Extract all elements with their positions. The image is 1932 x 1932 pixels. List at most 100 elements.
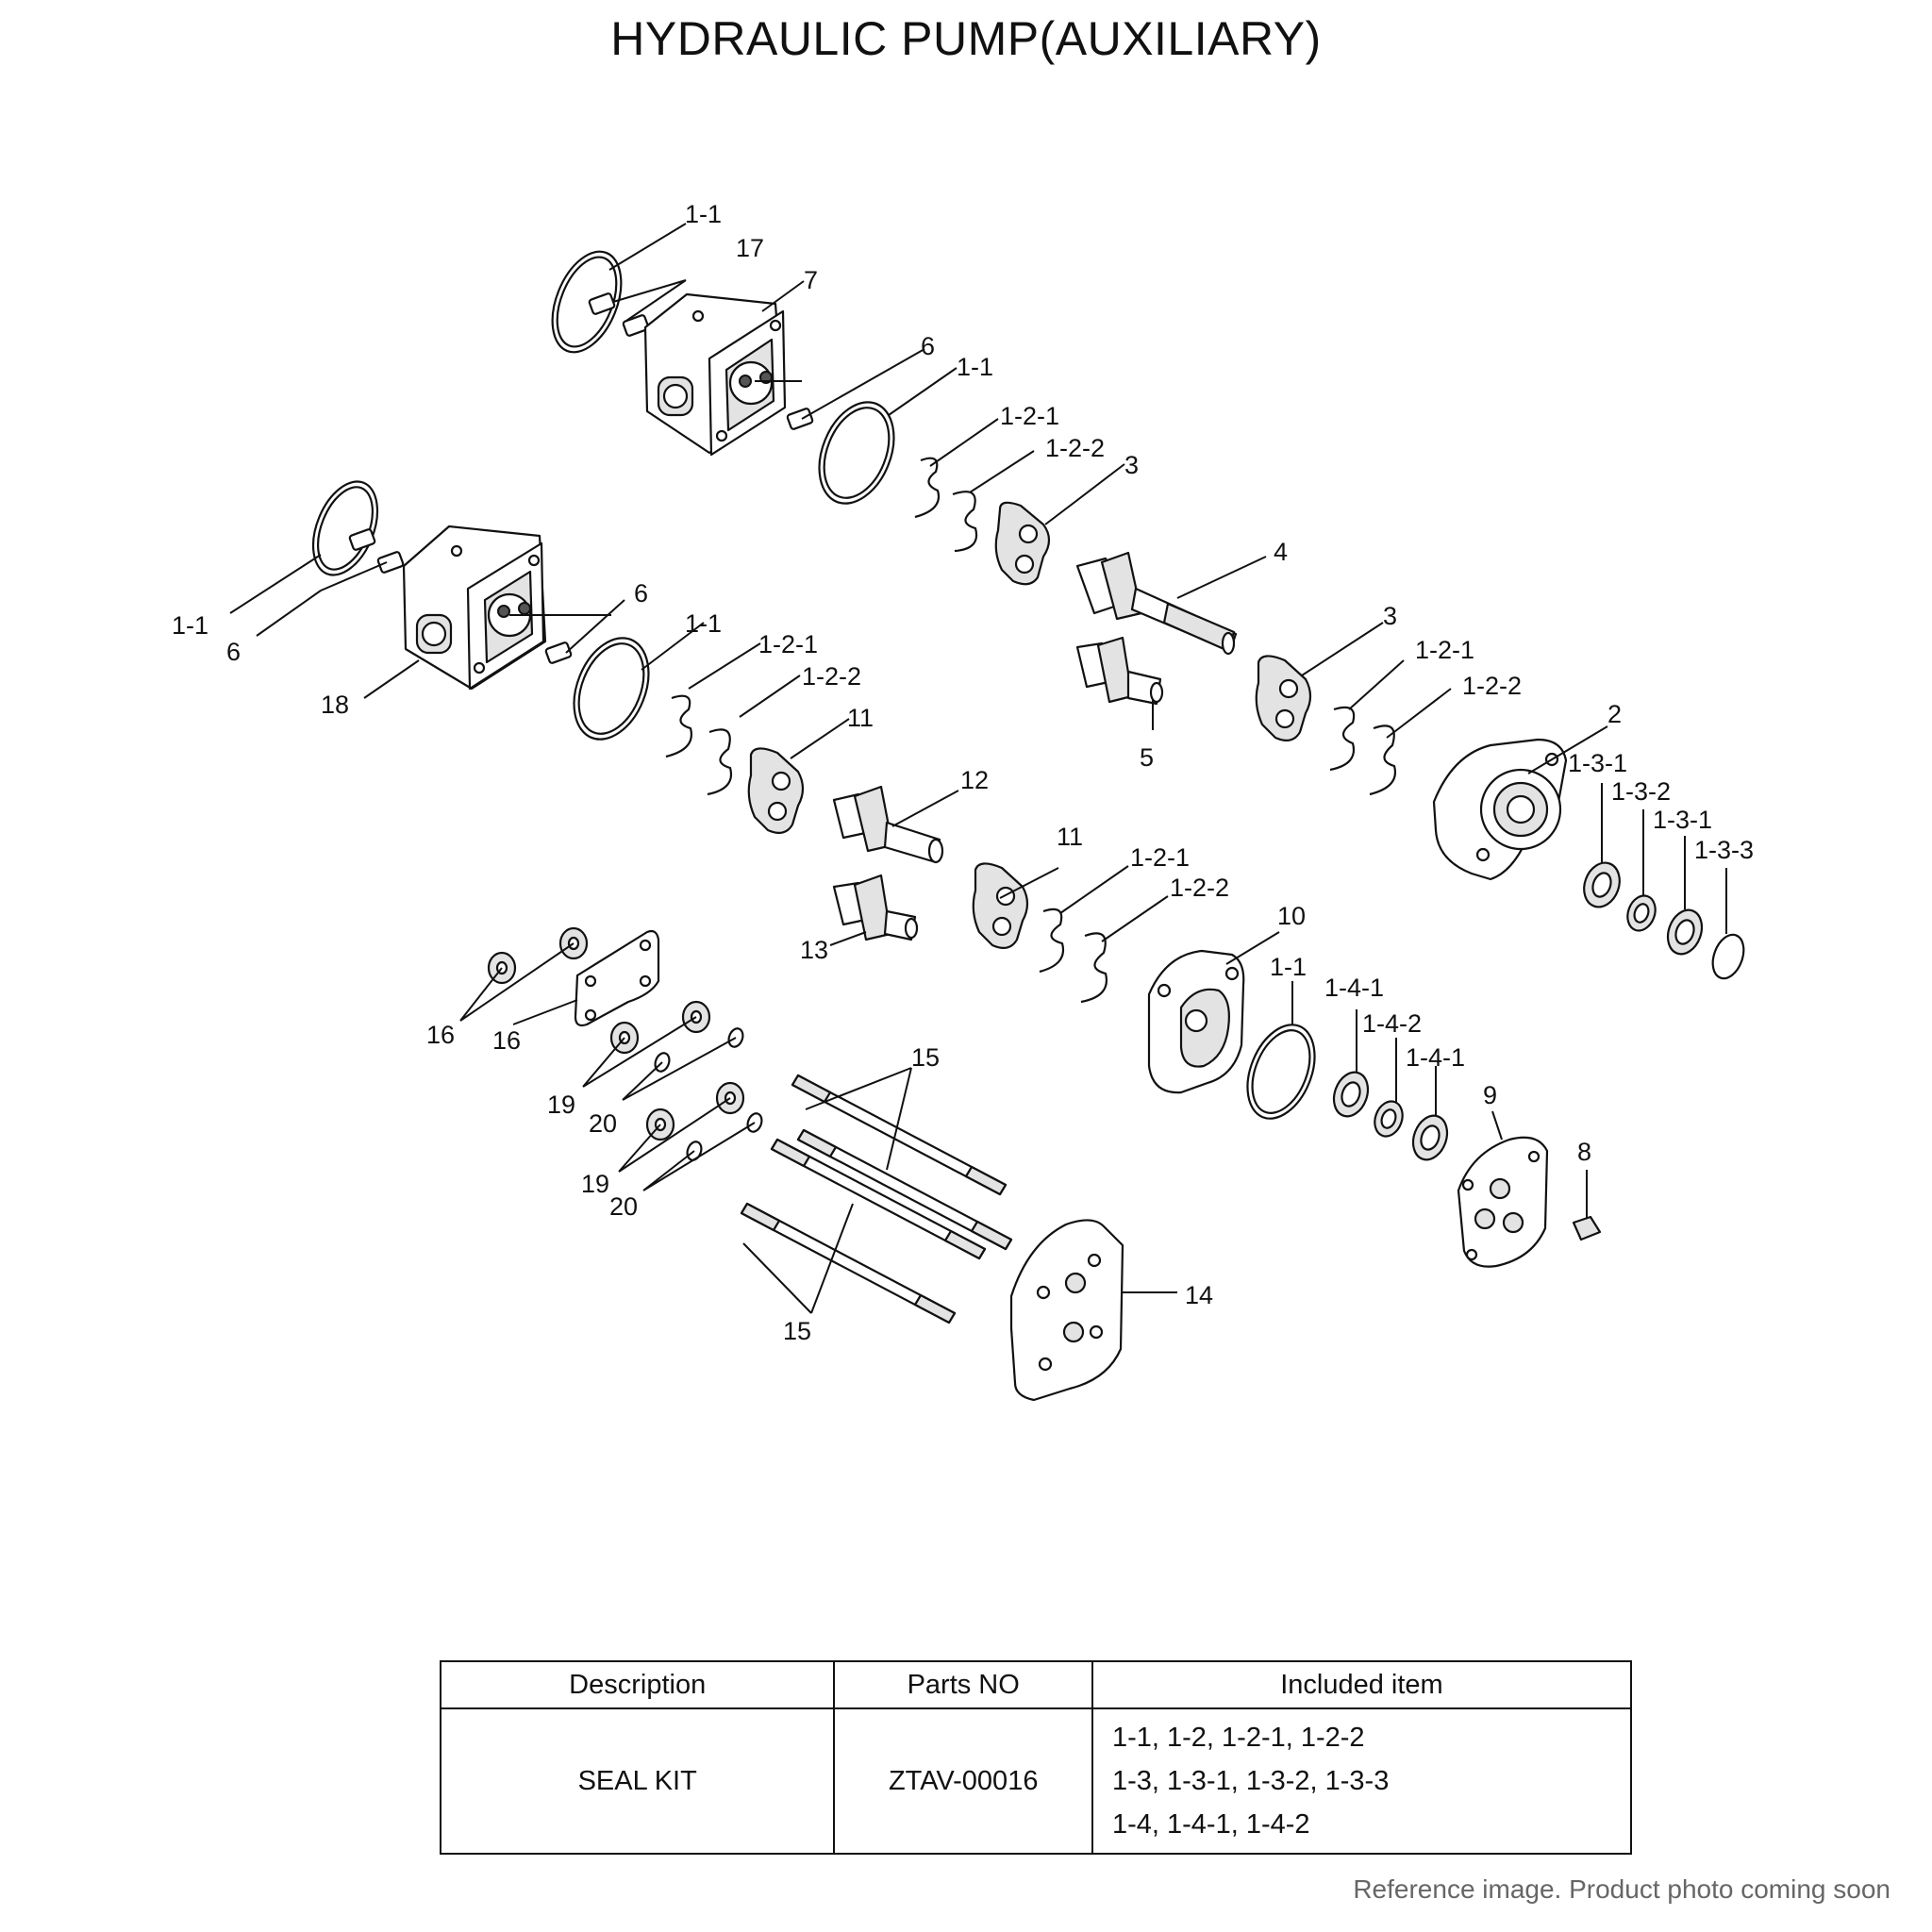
mounting-flange-2 bbox=[1432, 738, 1568, 881]
o-ring-1-1-upper-left bbox=[551, 250, 623, 354]
callout-label: 1-2-2 bbox=[802, 662, 861, 691]
seal-1-4-2 bbox=[1374, 1100, 1404, 1138]
page-title: HYDRAULIC PUMP(AUXILIARY) bbox=[610, 12, 1322, 65]
callout-label: 6 bbox=[921, 332, 935, 360]
pump-body-18 bbox=[402, 525, 547, 691]
callout-label: 1-1 bbox=[685, 609, 722, 638]
callout-label: 1-4-1 bbox=[1406, 1043, 1465, 1072]
callout-label: 10 bbox=[1277, 902, 1306, 930]
callout-label: 2 bbox=[1607, 700, 1622, 728]
callout-label: 1-1 bbox=[1270, 953, 1307, 981]
header-included-item: Included item bbox=[1091, 1660, 1633, 1709]
callout-label: 11 bbox=[847, 704, 874, 732]
o-ring-1-1-middle bbox=[573, 637, 650, 741]
backup-ring-1-2-2-right bbox=[1369, 724, 1397, 796]
callout-label: 11 bbox=[1057, 823, 1083, 851]
callout-label: 5 bbox=[1140, 743, 1154, 772]
stud-bolt-15-b bbox=[796, 1128, 1013, 1251]
stud-bolt-15-d bbox=[740, 1202, 957, 1324]
washer-20-d bbox=[746, 1112, 763, 1133]
backup-ring-1-2-1-upper bbox=[914, 457, 941, 519]
washer-20-b bbox=[727, 1027, 744, 1048]
callout-label: 14 bbox=[1185, 1281, 1213, 1309]
callout-label: 17 bbox=[736, 234, 764, 262]
gear-shaft-12 bbox=[832, 785, 944, 864]
callout-label: 19 bbox=[547, 1091, 575, 1119]
end-cover-14 bbox=[1009, 1219, 1124, 1402]
callout-label: 3 bbox=[1383, 602, 1397, 630]
header-description: Description bbox=[439, 1660, 836, 1709]
callout-label: 1-3-2 bbox=[1611, 777, 1671, 806]
driven-gear-5 bbox=[1075, 636, 1164, 706]
callout-label: 18 bbox=[321, 691, 349, 719]
seal-1-3-2 bbox=[1626, 894, 1657, 932]
callout-label: 1-2-1 bbox=[758, 630, 818, 658]
included-line: 1-1, 1-2, 1-2-1, 1-2-2 bbox=[1111, 1723, 1365, 1753]
washer-20-a bbox=[654, 1052, 671, 1073]
flange-plate-10 bbox=[1147, 949, 1245, 1094]
oil-seal-1-4-1-b bbox=[1411, 1114, 1449, 1161]
cover-plate-9 bbox=[1457, 1136, 1549, 1268]
callout-label: 1-2-2 bbox=[1045, 434, 1105, 462]
callout-label: 1-2-1 bbox=[1000, 402, 1059, 430]
callout-label: 3 bbox=[1124, 451, 1139, 479]
cell-parts-no: ZTAV-00016 bbox=[833, 1707, 1093, 1855]
dowel-pin-17 bbox=[588, 292, 650, 337]
gear-shaft-13 bbox=[832, 874, 919, 941]
cell-description: SEAL KIT bbox=[439, 1707, 836, 1855]
oil-seal-1-3-1-b bbox=[1666, 908, 1704, 956]
callout-label: 9 bbox=[1483, 1081, 1497, 1109]
plate-16 bbox=[574, 929, 660, 1027]
reference-note: Reference image. Product photo coming so… bbox=[1353, 1874, 1890, 1904]
callout-label: 8 bbox=[1577, 1138, 1591, 1166]
oil-seal-1-3-1-a bbox=[1583, 861, 1621, 908]
callout-label: 1-1 bbox=[685, 200, 722, 228]
callout-label: 19 bbox=[581, 1170, 609, 1198]
callout-label: 1-3-3 bbox=[1694, 836, 1754, 864]
o-ring-1-1-upper-right bbox=[818, 401, 895, 505]
snap-ring-1-3-3 bbox=[1711, 933, 1745, 980]
callout-label: 16 bbox=[492, 1026, 521, 1055]
o-ring-1-1-right bbox=[1246, 1024, 1316, 1120]
set-screw-8 bbox=[1572, 1215, 1602, 1241]
callout-label: 1-1 bbox=[172, 611, 208, 640]
dowel-pin-6-right bbox=[544, 641, 573, 664]
callout-label: 6 bbox=[226, 638, 241, 666]
header-parts-no: Parts NO bbox=[833, 1660, 1093, 1709]
bushing-3-lower bbox=[1255, 655, 1312, 742]
dowel-pin-6-upper bbox=[786, 408, 814, 430]
callout-label: 1-2-1 bbox=[1415, 636, 1474, 664]
leader-lines bbox=[229, 223, 1727, 1314]
backup-ring-1-2-1-right bbox=[1329, 706, 1356, 772]
oil-seal-1-4-1-a bbox=[1332, 1071, 1370, 1118]
callout-label: 1-3-1 bbox=[1653, 806, 1712, 834]
bushing-3-upper bbox=[994, 501, 1051, 586]
backup-ring-1-2-2-upper bbox=[952, 491, 978, 553]
backup-ring-1-2-2-middle bbox=[707, 728, 733, 796]
stud-bolt-15-a bbox=[791, 1074, 1008, 1196]
washer-20-c bbox=[686, 1141, 703, 1161]
callout-label: 16 bbox=[426, 1021, 455, 1049]
callout-label: 7 bbox=[804, 266, 818, 294]
callout-labels: 1-1 17 7 6 1-1 1-2-1 1-2-2 3 4 1-1 6 6 1… bbox=[172, 200, 1754, 1345]
table-row: SEAL KIT ZTAV-00016 1-1, 1-2, 1-2-1, 1-2… bbox=[439, 1707, 1633, 1855]
callout-label: 15 bbox=[911, 1043, 940, 1072]
callout-label: 1-2-2 bbox=[1170, 874, 1229, 902]
callout-label: 1-2-2 bbox=[1462, 672, 1522, 700]
dowel-pin-6-left bbox=[348, 528, 405, 574]
backup-ring-1-2-1-lower bbox=[1039, 908, 1065, 974]
stud-bolt-15-c bbox=[770, 1138, 987, 1260]
callout-label: 6 bbox=[634, 579, 648, 608]
callout-label: 1-1 bbox=[957, 353, 993, 381]
callout-label: 1-4-2 bbox=[1362, 1009, 1422, 1038]
callout-label: 13 bbox=[800, 936, 828, 964]
seal-kit-table: Description Parts NO Included item SEAL … bbox=[439, 1660, 1633, 1855]
cell-included-items: 1-1, 1-2, 1-2-1, 1-2-2 1-3, 1-3-1, 1-3-2… bbox=[1091, 1707, 1633, 1855]
bushing-11-upper bbox=[747, 747, 805, 835]
included-line: 1-3, 1-3-1, 1-3-2, 1-3-3 bbox=[1111, 1766, 1390, 1796]
table-header-row: Description Parts NO Included item bbox=[439, 1660, 1633, 1709]
callout-label: 1-3-1 bbox=[1568, 749, 1627, 777]
callout-label: 20 bbox=[609, 1192, 638, 1221]
included-line: 1-4, 1-4-1, 1-4-2 bbox=[1111, 1809, 1310, 1840]
drive-shaft-4 bbox=[1075, 551, 1238, 656]
